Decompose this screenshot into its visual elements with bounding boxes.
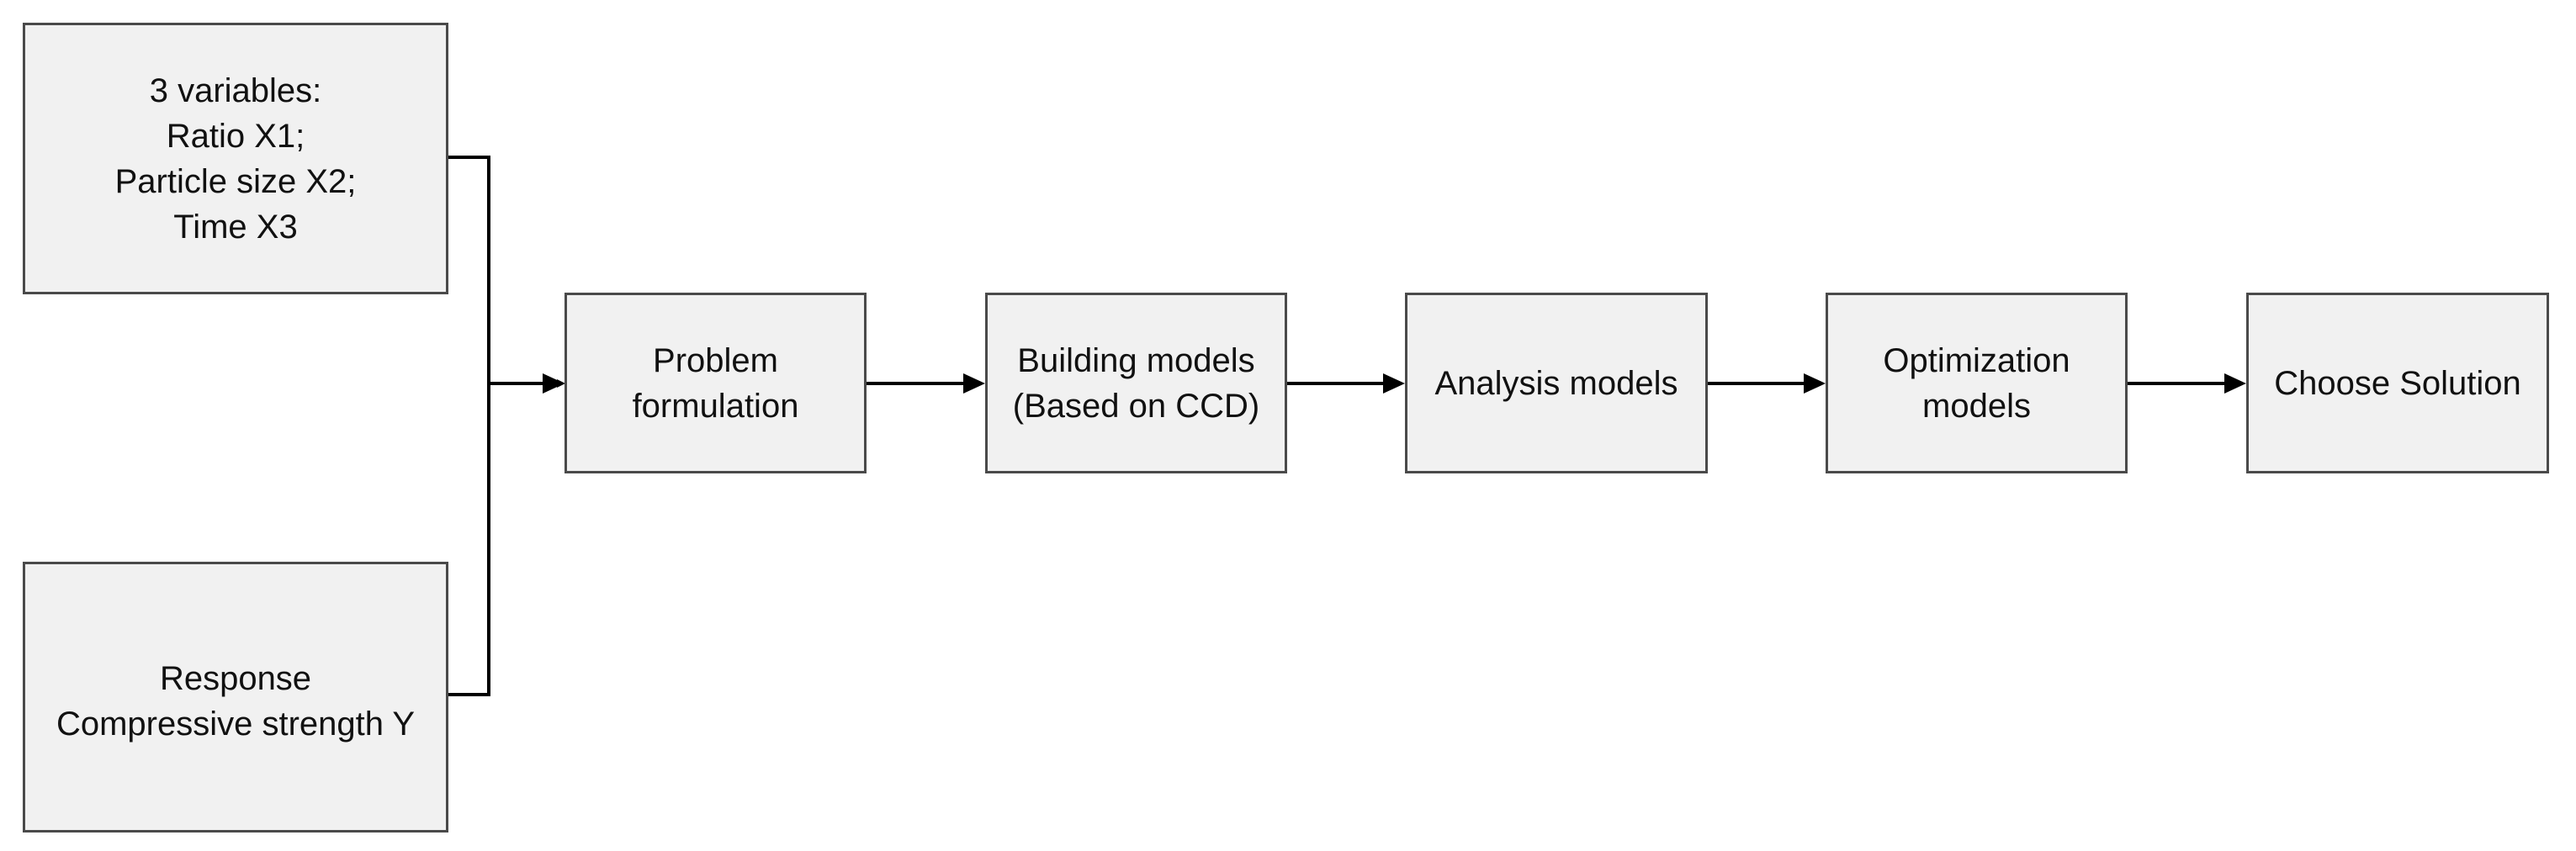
step-label-line: Analysis models (1434, 364, 1678, 402)
response-compressive-strength: Compressive strength Y (56, 706, 416, 743)
step-label-line: (Based on CCD) (1012, 387, 1260, 425)
variable-particle-size: Particle size X2; (114, 162, 357, 200)
arrowhead-problem (543, 373, 564, 394)
variable-ratio: Ratio X1; (166, 117, 305, 155)
variables-title: 3 variables: (149, 71, 322, 109)
arrowhead-analysis (1383, 373, 1405, 394)
step-label-line: Optimization (1883, 341, 2070, 379)
step-label-line: Building models (1017, 341, 1255, 379)
step-choose-solution: Choose Solution (2246, 293, 2549, 473)
response-title: Response (159, 660, 312, 697)
response-box: Response Compressive strength Y (23, 562, 448, 832)
step-optimization-models: Optimization models (1826, 293, 2128, 473)
step-problem-formulation: Problem formulation (564, 293, 867, 473)
step-label-line: formulation (632, 387, 799, 425)
arrowhead-choose (2224, 373, 2246, 394)
step-analysis-models: Analysis models (1405, 293, 1708, 473)
arrows (489, 373, 2246, 394)
arrowhead-building (963, 373, 985, 394)
merge-bracket (448, 156, 490, 696)
variable-time: Time X3 (173, 208, 298, 246)
input-variables-box: 3 variables: Ratio X1; Particle size X2;… (23, 23, 448, 294)
arrowhead-optimization (1804, 373, 1826, 394)
step-label-line: models (1922, 387, 2031, 425)
step-label-line: Problem (653, 341, 778, 379)
step-building-models: Building models (Based on CCD) (985, 293, 1287, 473)
step-label-line: Choose Solution (2274, 364, 2521, 402)
